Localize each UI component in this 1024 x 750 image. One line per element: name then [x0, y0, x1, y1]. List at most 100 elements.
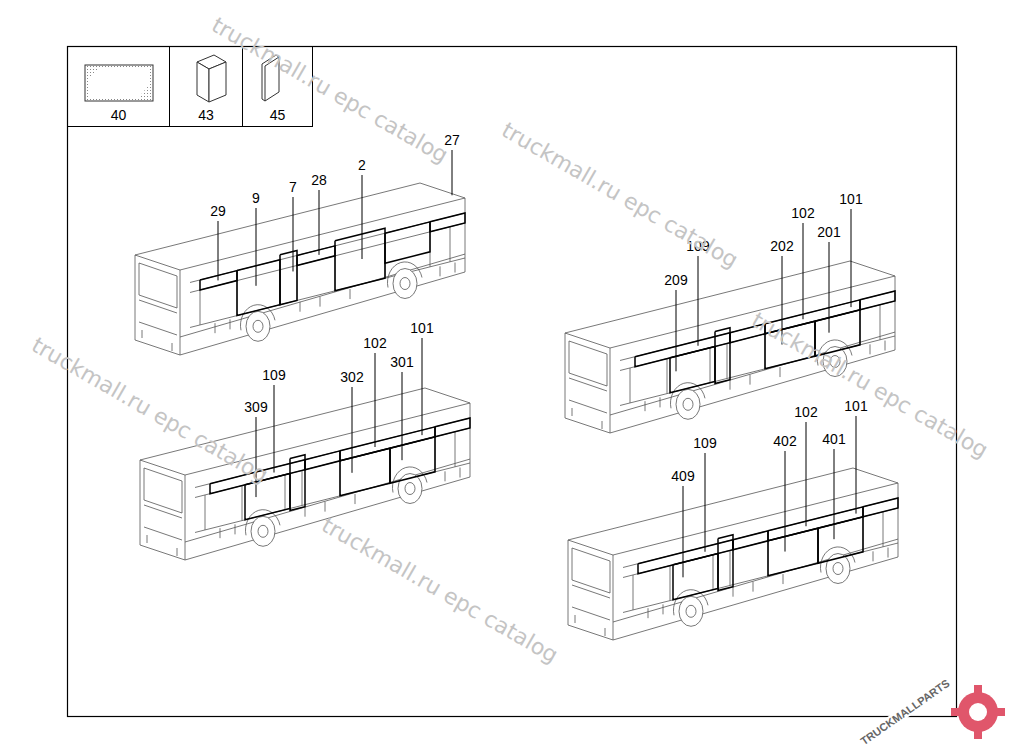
leader-line [683, 486, 684, 577]
glass-panel [733, 531, 768, 550]
glass-panel [768, 507, 863, 541]
bus-outline [633, 575, 634, 610]
leader-line [705, 453, 706, 552]
bus-outline [140, 460, 185, 560]
bus-outline [605, 628, 606, 636]
bus-outline [350, 289, 351, 299]
leader-line [834, 449, 835, 539]
glass-panel [340, 448, 390, 496]
leader-line [851, 209, 852, 307]
bus-outline [565, 333, 610, 433]
bus-outline [455, 263, 456, 273]
bus-outline [572, 607, 610, 620]
wheel-hub [683, 398, 693, 410]
callout-number: 109 [692, 435, 717, 451]
bus-outline [730, 380, 731, 390]
callout-number: 209 [663, 272, 688, 288]
bus-outline [885, 341, 886, 351]
wheel-hub [833, 563, 843, 575]
wheel [676, 389, 700, 419]
leader-line [402, 372, 403, 460]
bus-outline [660, 397, 661, 407]
bus-outline [172, 343, 173, 351]
bus-outline [355, 494, 356, 504]
wheel-hub [253, 320, 263, 332]
callout-number: 301 [389, 354, 414, 370]
bus-outline [565, 261, 895, 348]
callout-number: 28 [310, 172, 328, 188]
bus-outline [572, 585, 610, 598]
leader-line [806, 422, 807, 526]
drawing-frame [68, 47, 957, 717]
bus-outline [888, 548, 889, 558]
glass-panel [863, 498, 898, 517]
leader-line [452, 150, 453, 195]
bus-outline [568, 468, 898, 555]
bus-outline [610, 276, 895, 433]
bus-outline [135, 255, 180, 355]
leader-line [856, 416, 857, 514]
inset-cell: 43 [169, 46, 243, 127]
callout-number: 101 [843, 398, 868, 414]
bus-outline [568, 540, 613, 640]
bus-outline [300, 302, 301, 312]
glass-panel [818, 517, 863, 563]
callout-number: 202 [769, 238, 794, 254]
bus-outline [569, 400, 607, 413]
bus-outline [880, 305, 881, 340]
callout-number: 409 [670, 468, 695, 484]
inset-cell: 40 [67, 46, 170, 127]
watermark: truckmall.ru epc catalog [208, 12, 453, 168]
bus-outline [753, 582, 754, 592]
wheel-hub [405, 483, 415, 495]
bus-outline [302, 470, 303, 505]
glass-panel [390, 437, 435, 483]
bus-outline [645, 401, 646, 411]
glass-panel [670, 346, 715, 392]
block-icon [197, 55, 226, 102]
bus-outline [455, 432, 456, 467]
bus-outline [572, 548, 610, 593]
bus-outline [730, 550, 731, 585]
glass-panel [340, 427, 435, 461]
bus-outline [242, 486, 243, 521]
bus-outline [602, 421, 603, 429]
bus-outline [648, 608, 649, 618]
leader-line [319, 190, 320, 255]
callout-number: 201 [816, 224, 841, 240]
bus-outline [445, 471, 446, 481]
bus-outline [135, 183, 465, 270]
glass-icon [85, 65, 153, 101]
bus-outline [200, 290, 201, 325]
bus-outline [460, 468, 461, 478]
bus-outline [670, 566, 671, 601]
bus-outline [733, 587, 734, 597]
bus-outline [285, 475, 286, 510]
bus-outline [230, 319, 231, 329]
callout-number: 9 [251, 190, 261, 206]
bus-outline [440, 266, 441, 276]
bus-drawing [135, 183, 465, 355]
logo-gear [951, 685, 1005, 739]
leader-line [375, 353, 376, 447]
bus-outline [575, 615, 576, 623]
bus-outline [139, 263, 177, 308]
bus-outline [180, 198, 465, 355]
bus-outline [870, 344, 871, 354]
callout-number: 101 [838, 191, 863, 207]
glass-panel [768, 528, 818, 576]
bus-outline [450, 227, 451, 262]
callout-number: 102 [790, 205, 815, 221]
brand-logo-text: TRUCKMALLPARTS [857, 676, 954, 749]
bus-outline [710, 348, 711, 383]
bus-outline [220, 528, 221, 538]
watermark: truckmall.ru epc catalog [318, 512, 563, 668]
bus-outline [325, 502, 326, 512]
bus-outline [613, 539, 898, 622]
bus-outline [623, 508, 898, 577]
part-number: 40 [68, 107, 169, 123]
leader-line [293, 197, 294, 271]
leader-line [218, 221, 219, 280]
bus-outline [613, 483, 898, 640]
leader-line [829, 242, 830, 333]
